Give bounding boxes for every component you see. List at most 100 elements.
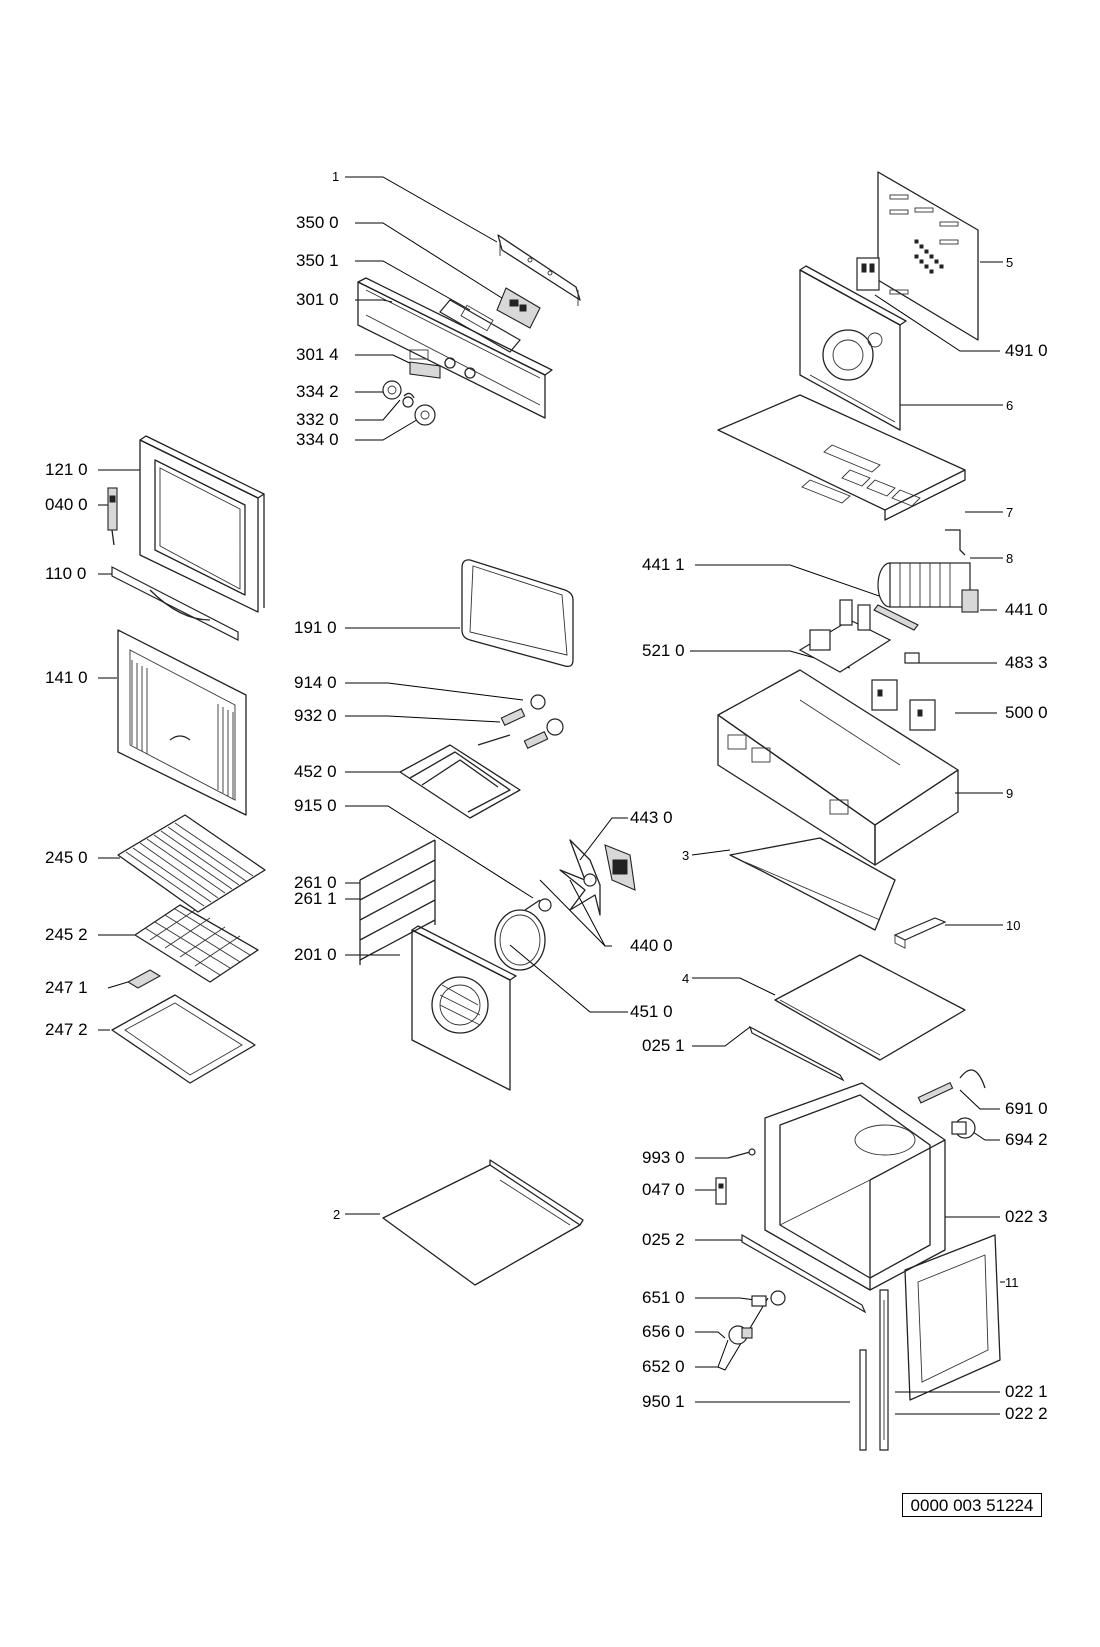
label-261-0: 261 0 [294,873,337,892]
label-491-0: 491 0 [1005,341,1048,360]
part-440-fan [559,839,636,916]
part-441-tangential-fan [873,562,979,631]
part-301-4-plate [409,361,441,379]
label-3: 3 [682,848,690,863]
part-141-outer-door [117,629,247,816]
label-261-1: 261 1 [294,889,337,908]
part-247-1-clip [126,969,162,989]
label-483-3: 483 3 [1005,653,1048,672]
label-191-0: 191 0 [294,618,337,637]
label-451-0: 451 0 [630,1002,673,1021]
part-6-back-wall [799,265,907,431]
label-025-1: 025 1 [642,1036,685,1055]
label-025-2: 025 2 [642,1230,685,1249]
part-950-022-strips [859,1289,889,1451]
label-245-0: 245 0 [45,848,88,867]
label-247-2: 247 2 [45,1020,88,1039]
label-022-3: 022 3 [1005,1207,1048,1226]
label-141-0: 141 0 [45,668,88,687]
part-7-top-plate [717,394,966,521]
part-4-plate [774,954,966,1061]
label-694-2: 694 2 [1005,1130,1048,1149]
label-1: 1 [332,169,340,184]
label-652-0: 652 0 [642,1357,685,1376]
part-993-047-screw [715,1148,756,1205]
part-451-ring-element [494,899,546,971]
label-247-1: 247 1 [45,978,88,997]
label-022-1: 022 1 [1005,1382,1048,1401]
leader-lines [98,176,1005,1415]
label-10: 10 [1006,918,1021,933]
label-656-0: 656 0 [642,1322,685,1341]
label-993-0: 993 0 [642,1148,685,1167]
part-11-front-frame [904,1234,1001,1401]
part-201-fan-cover [411,925,517,1091]
part-914-932-lamp [500,694,564,750]
part-110-handle [111,566,239,641]
label-521-0: 521 0 [642,641,685,660]
part-10-bracket [893,917,947,949]
label-4: 4 [682,971,690,986]
part-025-2-rail [741,1233,867,1314]
label-350-1: 350 1 [296,251,339,270]
part-334-knobs [382,380,436,426]
label-350-0: 350 0 [296,213,339,232]
label-022-2: 022 2 [1005,1404,1048,1423]
label-914-0: 914 0 [294,673,337,692]
label-121-0: 121 0 [45,460,88,479]
label-5: 5 [1006,255,1014,270]
label-047-0: 047 0 [642,1180,685,1199]
label-7: 7 [1006,505,1014,520]
label-500-0: 500 0 [1005,703,1048,722]
label-301-0: 301 0 [296,290,339,309]
part-2-bottom-plate [382,1159,584,1286]
label-110-0: 110 0 [45,564,87,583]
label-332-0: 332 0 [296,410,339,429]
part-025-1-rail [748,1025,845,1082]
part-350-electronics [439,287,541,353]
label-915-0: 915 0 [294,796,337,815]
part-1-bracket [497,234,581,306]
part-915-nut [538,898,552,912]
label-443-0: 443 0 [630,808,673,827]
part-247-2-tray [111,994,256,1084]
part-022-3-oven-cavity [764,1082,946,1291]
label-9: 9 [1006,786,1014,801]
label-334-2: 334 2 [296,382,339,401]
label-201-0: 201 0 [294,945,337,964]
part-3-plate [729,837,896,931]
label-8: 8 [1006,551,1014,566]
part-040-hinge [107,487,118,546]
label-441-0: 441 0 [1005,600,1048,619]
part-121-door-frame [139,435,265,613]
part-191-seal [461,559,574,668]
label-040-0: 040 0 [45,495,88,514]
label-334-0: 334 0 [296,430,339,449]
part-651-656-652-switches [728,1290,786,1345]
part-245-2-grid-shelf [134,904,259,983]
part-8-wire [945,529,966,556]
label-11: 11 [1005,1275,1019,1290]
label-245-2: 245 2 [45,925,88,944]
part-261-side-racks [359,839,436,965]
label-441-1: 441 1 [642,555,685,574]
part-9-base-chassis [717,669,959,866]
label-932-0: 932 0 [294,706,337,725]
label-301-4: 301 4 [296,345,339,364]
part-245-0-wire-shelf [117,814,266,913]
label-2: 2 [333,1207,341,1222]
label-950-1: 950 1 [642,1392,685,1411]
label-651-0: 651 0 [642,1288,685,1307]
reference-code: 0000 003 51224 [902,1493,1042,1517]
label-6: 6 [1006,398,1014,413]
part-521-electrical [798,599,936,731]
part-491-component [856,257,880,291]
label-440-0: 440 0 [630,936,673,955]
part-5-rear-panel [877,171,979,341]
label-452-0: 452 0 [294,762,337,781]
part-301-control-panel [357,277,553,419]
part-691-694-sensors [917,1069,986,1139]
label-691-0: 691 0 [1005,1099,1048,1118]
